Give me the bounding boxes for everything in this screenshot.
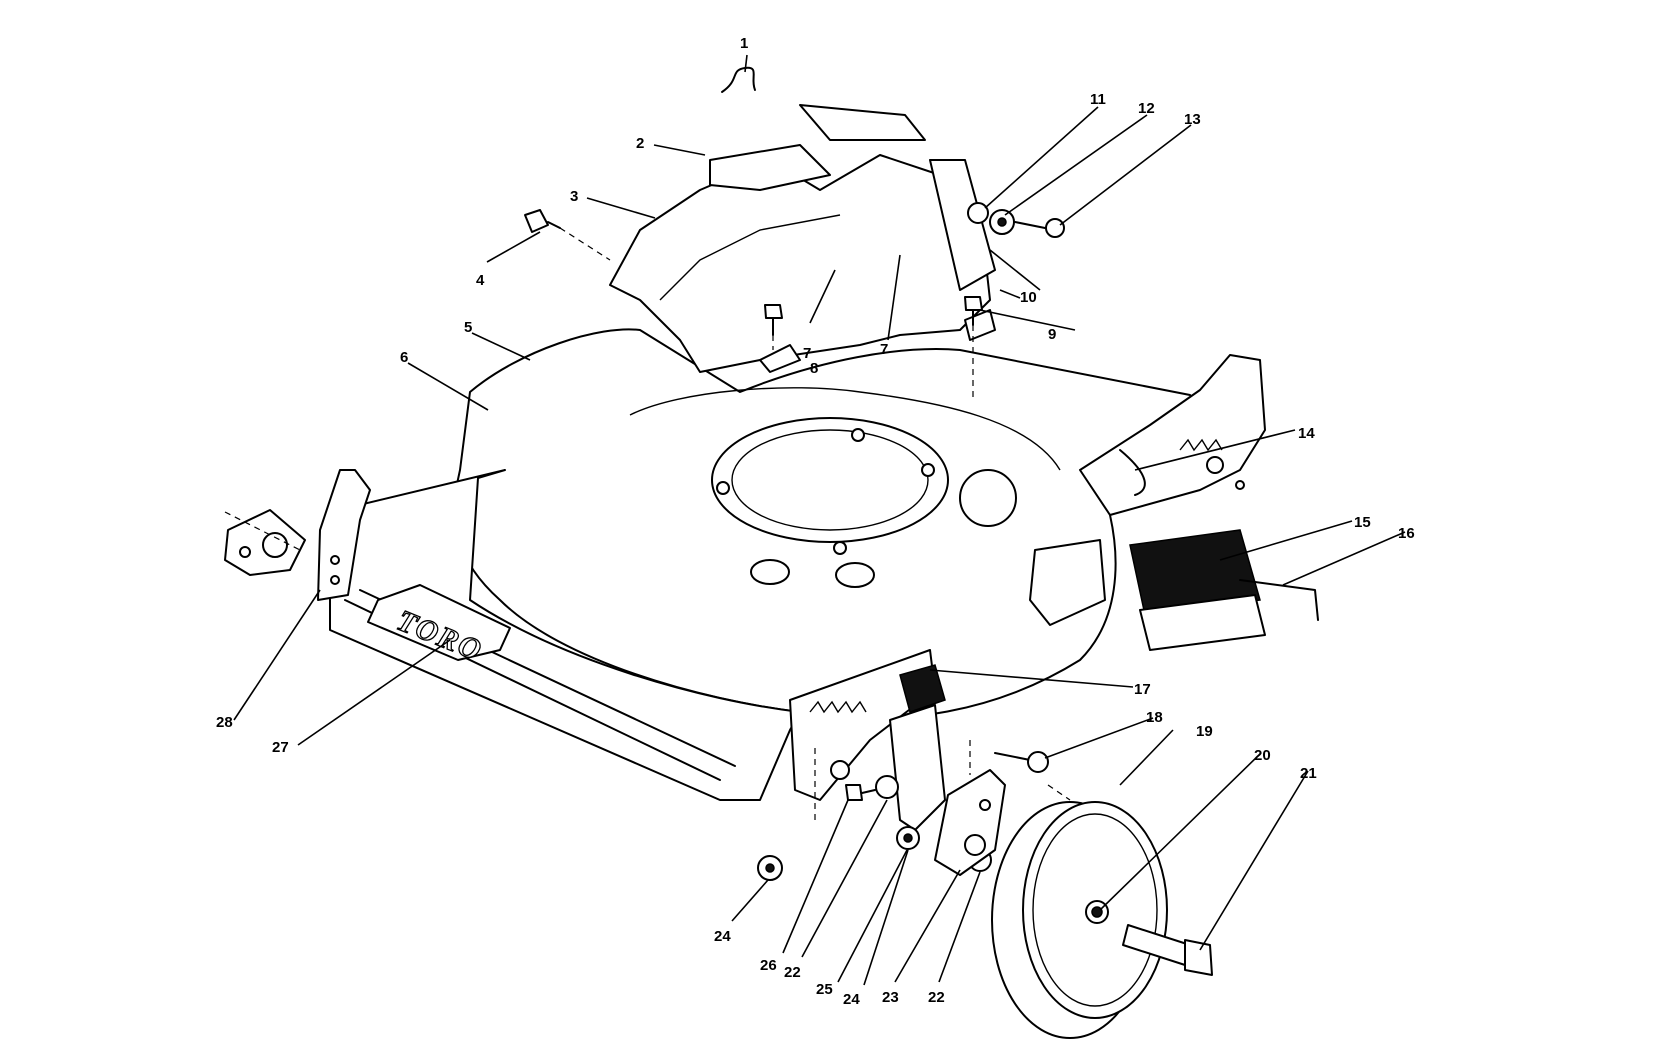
callout-22-right: 22 (928, 989, 945, 1006)
callout-17: 17 (1134, 681, 1151, 698)
callout-4: 3 (570, 188, 578, 205)
bolt-washer-11-13 (967, 202, 1065, 238)
callout-1: 6 (400, 349, 408, 366)
callout-26: 26 (760, 957, 777, 974)
assembly-guide-lines (224, 227, 1071, 820)
callout-11: 11 (1090, 91, 1106, 108)
callout-12: 12 (1138, 100, 1155, 117)
callout-25: 25 (816, 981, 833, 998)
rear-height-bracket (1079, 354, 1266, 516)
left-front-bracket (317, 469, 371, 601)
callout-27: 27 (272, 739, 289, 756)
callout-24-left: 24 (714, 928, 731, 945)
callout-22-left: 22 (784, 964, 801, 981)
callout-2: 5 (464, 319, 472, 336)
callout-16: 16 (1398, 525, 1415, 542)
bolt-18 (994, 751, 1049, 773)
callout-18: 18 (1146, 709, 1163, 726)
nut-24-left (757, 855, 783, 881)
callout-6: 1 (740, 35, 748, 52)
bolt-26 (845, 784, 876, 801)
pivot-bracket-23 (934, 769, 1006, 876)
toro-emblem: TORO (367, 584, 511, 669)
callout-8: 7 (803, 345, 811, 362)
left-hinge-pivot (224, 509, 306, 576)
callout-7-right: 9 (1048, 326, 1056, 343)
front-height-bracket (789, 649, 946, 831)
callout-14: 14 (1298, 425, 1315, 442)
nut-24-right (896, 826, 920, 850)
mower-deck-housing: TORO (329, 328, 1208, 801)
handle-bracket-assembly (609, 104, 996, 373)
rear-grass-flap (1129, 529, 1319, 651)
callout-24-right: 24 (843, 991, 860, 1008)
callout-9: 7 (880, 341, 888, 358)
callout-21: 21 (1300, 765, 1317, 782)
axle-bolt-21 (1122, 924, 1213, 976)
callout-7-left: 8 (810, 360, 818, 377)
bolt-3 (524, 209, 561, 233)
callout-20: 20 (1254, 747, 1271, 764)
leader-lines (233, 54, 1406, 986)
callout-19: 19 (1196, 723, 1213, 740)
callout-10: 10 (1020, 289, 1037, 306)
hook-14 (1119, 449, 1146, 496)
callout-labels: 1 2 3 4 5 6 7 7 8 9 10 11 12 13 14 15 16… (216, 35, 1415, 1008)
bolt-7-left (764, 304, 783, 336)
callout-23: 23 (882, 989, 899, 1006)
callout-28: 28 (216, 714, 233, 731)
spring-clip-6 (721, 66, 756, 93)
washer-22-left (875, 775, 899, 799)
callout-13: 13 (1184, 111, 1201, 128)
callout-3: 4 (476, 272, 485, 289)
callout-5: 2 (636, 135, 644, 152)
wheel-19 (991, 801, 1168, 1039)
callout-15: 15 (1354, 514, 1371, 531)
